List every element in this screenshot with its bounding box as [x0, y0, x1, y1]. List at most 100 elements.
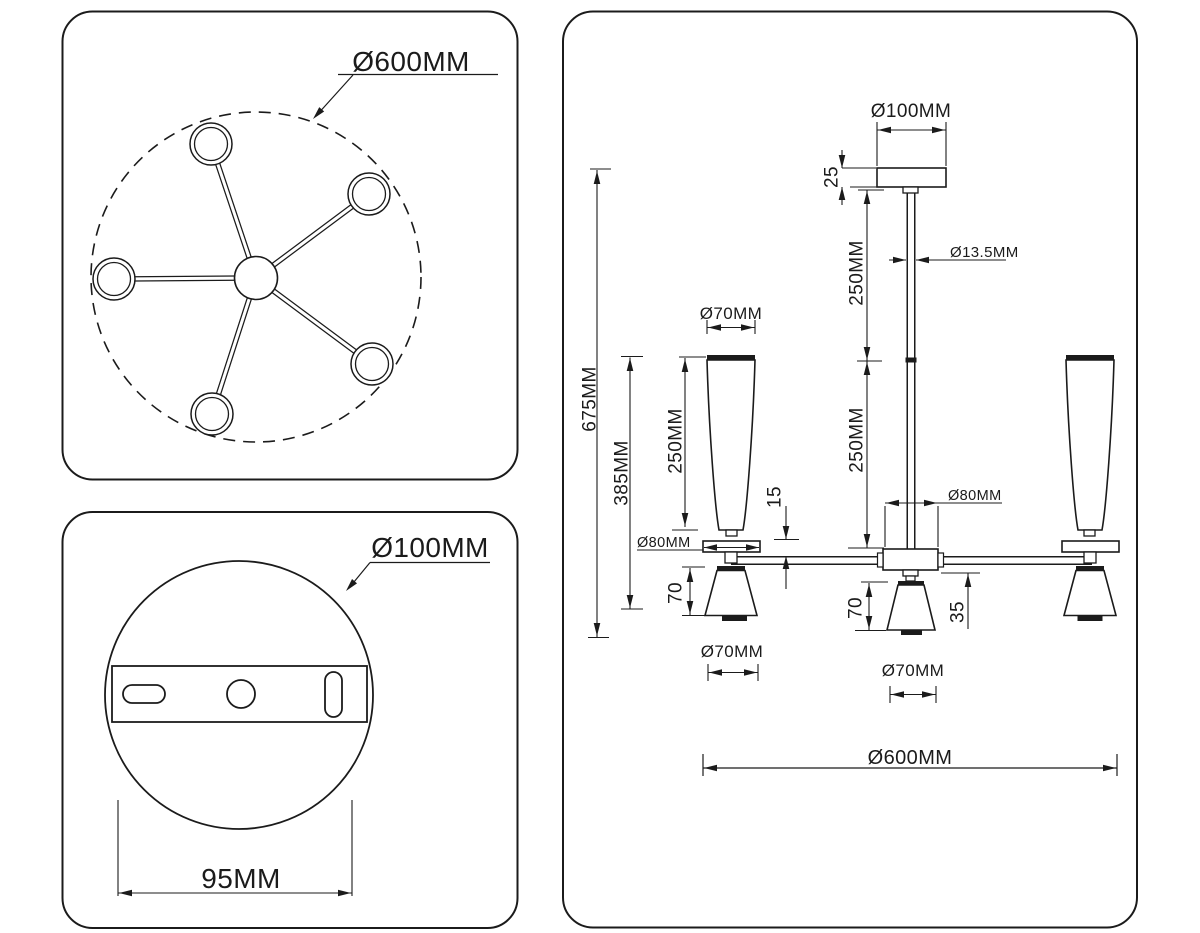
- dimension-arrowhead: [626, 358, 634, 371]
- dim-hole-spacing: 95MM: [201, 863, 280, 894]
- dimension-arrowhead: [838, 155, 846, 168]
- dimension-arrowhead: [924, 499, 937, 507]
- dimension-arrowhead: [932, 126, 945, 134]
- dimension-arrowhead: [686, 569, 694, 582]
- dimension-arrowhead: [891, 691, 904, 698]
- ceiling-canopy: [876, 167, 947, 188]
- top-view-lamp-inner: [194, 396, 230, 432]
- dimension-arrowhead: [593, 171, 601, 184]
- dimension-arrowhead: [863, 534, 871, 547]
- mount-center-hole: [226, 679, 256, 709]
- left-cone-base: [722, 615, 747, 621]
- dimension-arrowhead: [838, 187, 846, 200]
- top-view-arm: [272, 289, 356, 353]
- panel-side-view: [562, 10, 1138, 929]
- stem-coupler: [905, 357, 917, 363]
- center-socket-neck: [905, 575, 916, 582]
- dimension-arrowhead: [893, 256, 906, 264]
- top-view-diameter-circle: [90, 111, 422, 443]
- top-view-lamp-outer: [190, 392, 234, 436]
- top-view-lamp-inner: [351, 176, 387, 212]
- dimension-arrowhead: [704, 544, 717, 551]
- dim-holder-disc-diameter: Ø80MM: [637, 535, 691, 551]
- dim-shade-height: 250MM: [666, 408, 687, 473]
- center-hub: [882, 548, 939, 571]
- dim-plate-diameter: Ø100MM: [371, 532, 489, 563]
- dimension-arrowhead: [709, 669, 722, 676]
- top-view-lamp-inner: [193, 126, 229, 162]
- mount-slot-vertical: [324, 671, 343, 718]
- dim-hub-diameter: Ø80MM: [948, 488, 1002, 504]
- dim-center-cone-height: 70: [846, 597, 867, 619]
- top-view-arm: [216, 163, 251, 259]
- left-cone-collar: [717, 566, 745, 571]
- top-view-lamp-outer: [350, 342, 394, 386]
- dimension-arrowhead: [863, 191, 871, 204]
- dim-left-cone-height: 70: [666, 582, 687, 604]
- dimension-arrowhead: [863, 362, 871, 375]
- dimension-arrowhead: [681, 513, 689, 526]
- dimension-arrowhead: [704, 764, 717, 772]
- dimension-arrowhead: [686, 601, 694, 614]
- dimension-arrowhead: [865, 584, 873, 597]
- center-socket: [902, 569, 919, 577]
- dim-lower-stem-length: 250MM: [847, 407, 868, 472]
- dim-overall-diameter: Ø600MM: [868, 747, 953, 769]
- left-shade-neck: [725, 529, 738, 537]
- dimension-arrowhead: [626, 595, 634, 608]
- panel-top-view: [61, 10, 519, 481]
- right-cone-collar: [1076, 566, 1104, 571]
- right-shade: [1065, 359, 1115, 531]
- hub-cap-right: [937, 552, 945, 568]
- top-view-lamp-inner: [96, 261, 132, 297]
- dimension-arrowhead: [744, 669, 757, 676]
- top-view-arm: [272, 205, 353, 267]
- top-view-lamp-inner: [354, 346, 390, 382]
- dim-canopy-diameter: Ø100MM: [871, 101, 952, 122]
- dim-shade-top-diameter: Ø70MM: [700, 304, 762, 323]
- left-socket: [724, 551, 738, 564]
- center-cone-base: [901, 630, 922, 635]
- dimension-arrowhead: [922, 691, 935, 698]
- mount-slot-horizontal: [122, 684, 166, 704]
- dim-arm-to-cone-distance: 35: [948, 601, 969, 623]
- dimension-arrowhead: [338, 889, 351, 897]
- top-view-arm: [217, 297, 251, 395]
- dimension-arrowhead: [886, 499, 899, 507]
- top-view-lamp-outer: [189, 122, 233, 166]
- dim-top-view-diameter: Ø600MM: [352, 46, 470, 77]
- dim-stem-diameter: Ø13.5MM: [950, 244, 1019, 261]
- left-shade: [706, 359, 756, 531]
- center-cone-collar: [898, 581, 924, 586]
- dim-fixture-height: 385MM: [612, 440, 633, 505]
- dimension-arrowhead: [708, 324, 721, 331]
- top-view-hub: [233, 255, 279, 301]
- dim-overall-height: 675MM: [580, 366, 601, 431]
- dim-center-cone-diameter: Ø70MM: [882, 661, 944, 680]
- dim-canopy-height: 25: [822, 166, 843, 188]
- top-view-lamp-outer: [92, 257, 136, 301]
- mount-plate-circle: [104, 560, 374, 830]
- right-shade-rim: [1066, 355, 1114, 361]
- leader-arrowhead: [313, 107, 325, 119]
- dimension-arrowhead: [878, 126, 891, 134]
- dimension-arrowhead: [119, 889, 132, 897]
- dim-shade-to-arm-gap: 15: [765, 486, 786, 508]
- leader-arrowhead: [346, 579, 358, 591]
- right-socket: [1083, 551, 1097, 564]
- dimension-arrowhead: [782, 556, 790, 569]
- right-holder-disc: [1061, 540, 1120, 553]
- canopy-stem-joint: [902, 186, 919, 194]
- leader-line: [315, 74, 354, 117]
- right-shade-neck: [1083, 529, 1096, 537]
- dimension-arrowhead: [746, 544, 759, 551]
- hub-cap-left: [876, 552, 884, 568]
- dim-upper-stem-length: 250MM: [847, 240, 868, 305]
- dimension-arrowhead: [1103, 764, 1116, 772]
- top-view-arm: [134, 276, 236, 281]
- dimension-arrowhead: [593, 623, 601, 636]
- left-shade-rim: [707, 355, 755, 361]
- dimension-arrowhead: [782, 526, 790, 539]
